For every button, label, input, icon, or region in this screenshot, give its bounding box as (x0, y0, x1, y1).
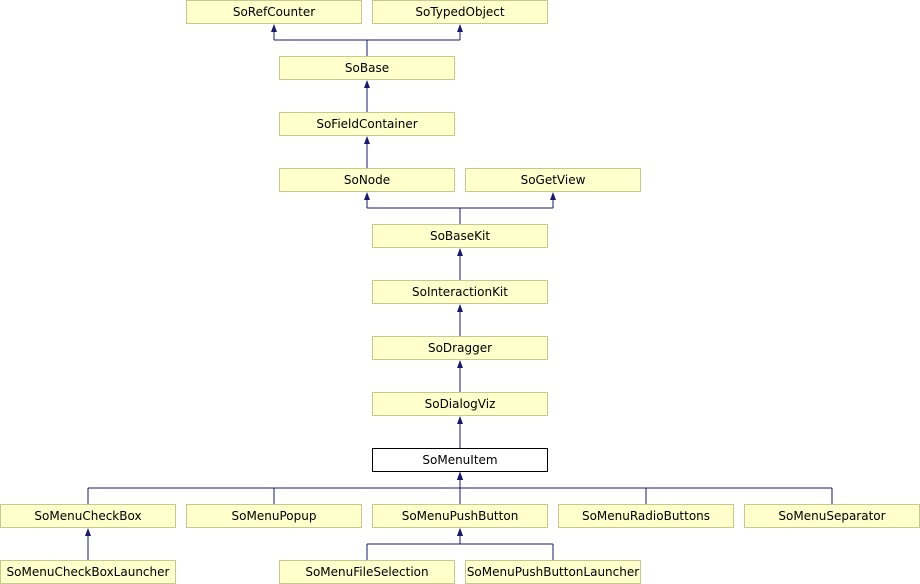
edge-menucheckboxlauncher-to-menucheckbox-arrowhead (85, 528, 91, 536)
edge-fieldcontainer-to-base-arrowhead (364, 80, 370, 88)
class-node-sotypedobject[interactable]: SoTypedObject (372, 0, 548, 24)
class-node-sobasekit[interactable]: SoBaseKit (372, 224, 548, 248)
class-node-sobase[interactable]: SoBase (279, 56, 455, 80)
class-node-somenuradiobuttons[interactable]: SoMenuRadioButtons (558, 504, 734, 528)
class-node-sogetview[interactable]: SoGetView (465, 168, 641, 192)
class-node-somenupushbutton[interactable]: SoMenuPushButton (372, 504, 548, 528)
edge-base-to-typedobject-arrowhead (457, 24, 463, 32)
edge-menuitem-to-dialogviz-arrowhead (457, 416, 463, 424)
class-node-somenucheckboxlauncher[interactable]: SoMenuCheckBoxLauncher (0, 560, 176, 584)
class-node-sodragger[interactable]: SoDragger (372, 336, 548, 360)
class-node-somenufileselection[interactable]: SoMenuFileSelection (279, 560, 455, 584)
class-node-somenuseparator[interactable]: SoMenuSeparator (744, 504, 920, 528)
class-node-sodialogviz[interactable]: SoDialogViz (372, 392, 548, 416)
edge-node-to-fieldcontainer-arrowhead (364, 136, 370, 144)
edge-dialogviz-to-dragger-arrowhead (457, 360, 463, 368)
class-node-somenuitem-current: SoMenuItem (372, 448, 548, 472)
edge-base-to-refcounter-arrowhead (271, 24, 277, 32)
edge-dragger-to-interactionkit-arrowhead (457, 304, 463, 312)
edge-menuseparator-to-menuitem-arrowhead (457, 472, 463, 480)
class-node-sointeractionkit[interactable]: SoInteractionKit (372, 280, 548, 304)
class-node-sofieldcontainer[interactable]: SoFieldContainer (279, 112, 455, 136)
edge-menupushbuttonlauncher-to-menupushbutton-arrowhead (457, 528, 463, 536)
edge-interactionkit-to-basekit-arrowhead (457, 248, 463, 256)
class-node-somenucheckbox[interactable]: SoMenuCheckBox (0, 504, 176, 528)
class-node-somenupushbuttonlauncher[interactable]: SoMenuPushButtonLauncher (465, 560, 641, 584)
class-node-somenupopup[interactable]: SoMenuPopup (186, 504, 362, 528)
class-node-sorefcounter[interactable]: SoRefCounter (186, 0, 362, 24)
class-node-sonode[interactable]: SoNode (279, 168, 455, 192)
edge-basekit-to-getview-arrowhead (550, 192, 556, 200)
edge-basekit-to-node-arrowhead (364, 192, 370, 200)
